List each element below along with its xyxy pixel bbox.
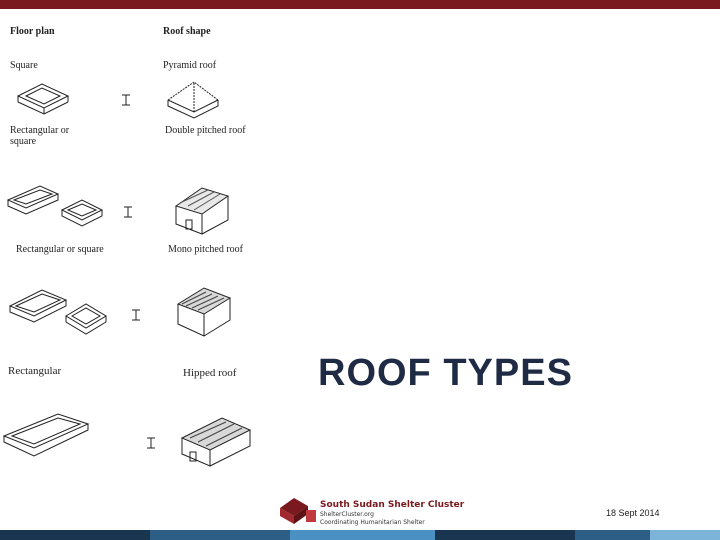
floor-plan-header: Floor plan [10, 26, 55, 37]
shelter-cluster-logo [280, 498, 316, 524]
row3-floor-label: Rectangular or square [16, 244, 104, 255]
bottom-bar-segment [435, 530, 575, 540]
bottom-bar-segment [290, 530, 435, 540]
row4-floor-label: Rectangular [8, 365, 62, 377]
bottom-bar-segment [575, 530, 650, 540]
slide-date: 18 Sept 2014 [606, 508, 660, 518]
bottom-bar-segment [150, 530, 290, 540]
row2-floor-label: Rectangular or square [10, 125, 70, 147]
row2-roof-label: Double pitched roof [165, 125, 246, 136]
slide-title: ROOF TYPES [318, 352, 573, 394]
roof-shape-header: Roof shape [163, 26, 211, 37]
rectangular-floor-sketch [2, 413, 90, 457]
double-pitched-roof-sketch [174, 187, 230, 235]
rect-square-floor-sketch [6, 185, 104, 227]
hipped-roof-sketch [180, 417, 252, 467]
row4-roof-label: Hipped roof [183, 367, 237, 379]
row1-floor-label: Square [10, 60, 38, 71]
organization-url: ShelterCluster.org [320, 511, 374, 518]
arrow-icon [124, 206, 132, 218]
row1-roof-label: Pyramid roof [163, 60, 217, 71]
square-floor-sketch [16, 83, 70, 115]
arrow-icon [147, 437, 155, 449]
organization-name: South Sudan Shelter Cluster [320, 500, 465, 510]
arrow-icon [122, 94, 130, 106]
pyramid-roof-sketch [167, 81, 219, 119]
rect-square-floor-sketch-2 [8, 289, 107, 335]
organization-tagline: Coordinating Humanitarian Shelter [320, 519, 425, 526]
row3-roof-label: Mono pitched roof [168, 244, 243, 255]
mono-pitched-roof-sketch [176, 287, 232, 337]
top-accent-bar [0, 0, 720, 9]
bottom-bar-segment [0, 530, 150, 540]
arrow-icon [132, 309, 140, 321]
bottom-bar-segment [650, 530, 720, 540]
bottom-accent-bar [0, 530, 720, 540]
